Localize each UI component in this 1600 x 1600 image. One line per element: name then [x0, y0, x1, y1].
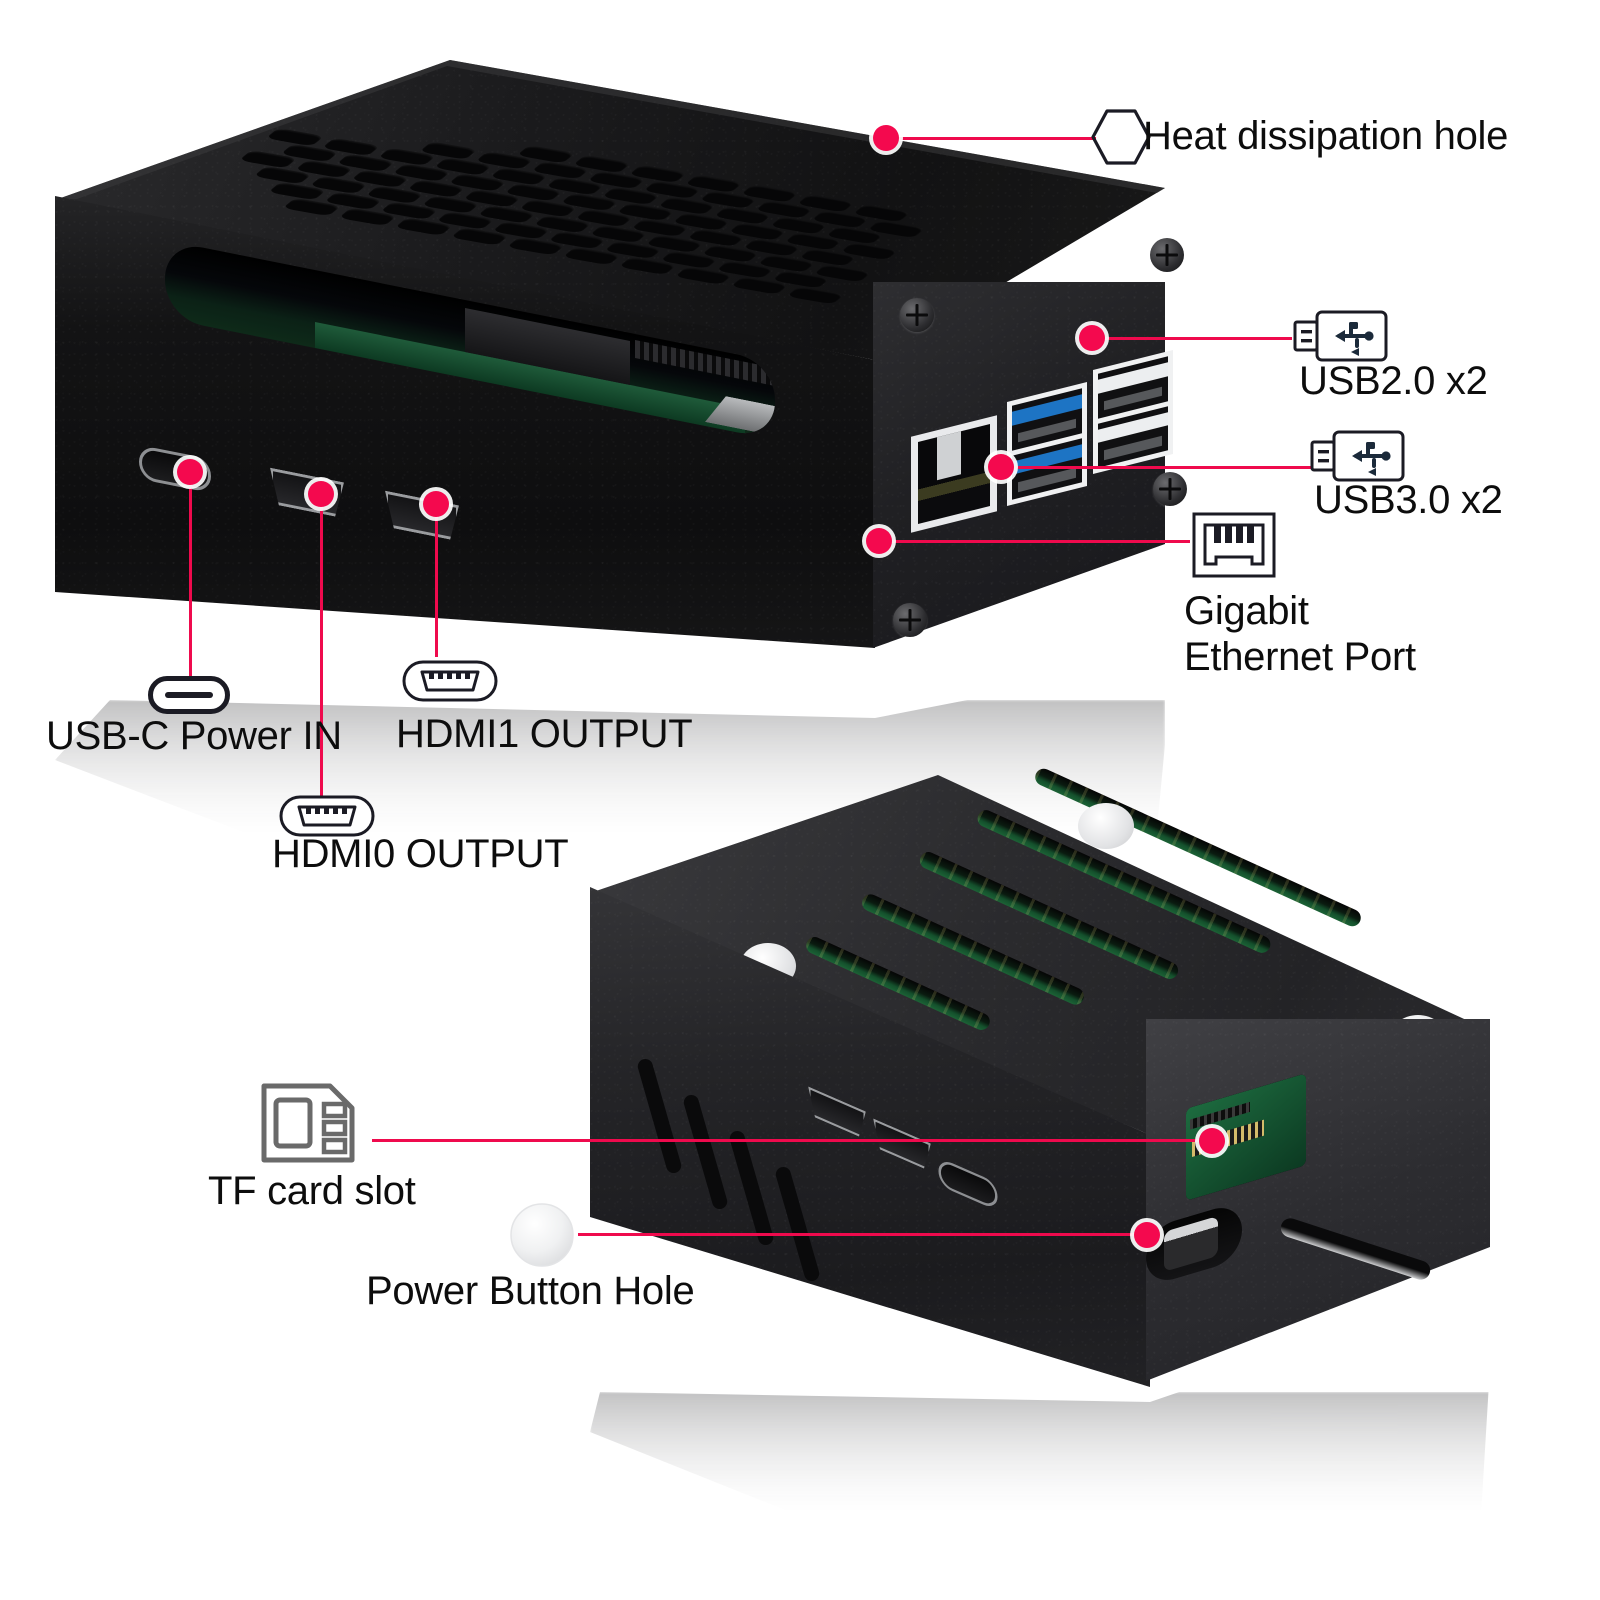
- label-hdmi1-output: HDMI1 OUTPUT: [396, 712, 693, 756]
- leader-line-usb3: [1003, 466, 1311, 469]
- usb-connector-icon: [1310, 428, 1406, 486]
- label-usb2: USB2.0 x2: [1299, 359, 1488, 403]
- port-usb2-stack: [1093, 350, 1173, 474]
- rj45-ethernet-icon: [1192, 512, 1276, 578]
- leader-line-tf-card: [372, 1139, 1212, 1142]
- micro-hdmi-icon: [402, 660, 498, 702]
- rubber-foot: [1078, 803, 1134, 849]
- marker-dot-ethernet: [866, 528, 892, 554]
- marker-dot-heat-dissipation: [873, 125, 899, 151]
- marker-dot-usb3: [988, 454, 1014, 480]
- label-power-button-hole: Power Button Hole: [366, 1269, 695, 1313]
- reflection-lower: [590, 1392, 1490, 1552]
- leader-line-ethernet: [880, 540, 1190, 543]
- screw-bottom-left: [893, 603, 927, 637]
- product-case-lower: [590, 765, 1490, 1395]
- marker-dot-hdmi1: [423, 491, 449, 517]
- port-usb3-stack: [1007, 382, 1087, 506]
- leader-line-usb-c: [189, 470, 192, 677]
- marker-dot-power-button: [1134, 1222, 1160, 1248]
- label-usb-c-power-in: USB-C Power IN: [46, 714, 342, 758]
- leader-line-usb2: [1095, 337, 1292, 340]
- marker-dot-tf-card: [1199, 1128, 1225, 1154]
- marker-dot-usb2: [1079, 325, 1105, 351]
- screw-bottom-right: [1153, 472, 1187, 506]
- vent-hole: [265, 128, 325, 147]
- leader-line-power-button: [578, 1233, 1146, 1236]
- sd-card-icon: [260, 1082, 356, 1164]
- leader-line-hdmi0: [320, 492, 323, 804]
- label-tf-card-slot: TF card slot: [208, 1169, 416, 1213]
- hexagon-icon: [1090, 108, 1152, 166]
- usb-c-icon: [148, 676, 230, 714]
- power-switch: [1164, 1215, 1218, 1272]
- label-hdmi0-output: HDMI0 OUTPUT: [272, 832, 569, 876]
- leader-line-hdmi1: [435, 502, 438, 657]
- screw-top-left: [900, 298, 934, 332]
- marker-dot-hdmi0: [308, 481, 334, 507]
- usb-connector-icon: [1293, 308, 1389, 366]
- marker-dot-usb-c: [177, 459, 203, 485]
- micro-hdmi-icon: [279, 795, 375, 837]
- label-usb3: USB3.0 x2: [1314, 478, 1503, 522]
- label-gigabit-ethernet-port-line2: Ethernet Port: [1184, 635, 1416, 679]
- product-case-upper: [55, 60, 1187, 700]
- round-button-icon: [509, 1202, 575, 1268]
- leader-line-heat-dissipation: [886, 137, 1096, 140]
- label-heat-dissipation-hole: Heat dissipation hole: [1143, 114, 1509, 158]
- screw-top-right: [1150, 238, 1184, 272]
- label-gigabit-ethernet-port-line1: Gigabit: [1184, 589, 1309, 633]
